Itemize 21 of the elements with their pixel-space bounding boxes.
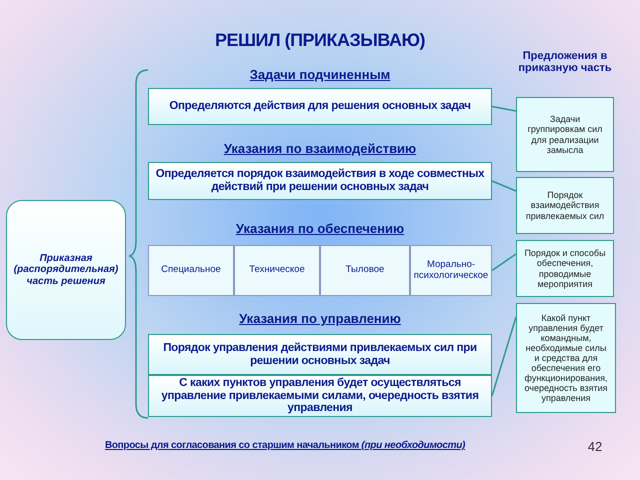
support-cell: Техническое [234,245,320,296]
task-box: Порядок управления действиями привлекаемых сил при решении основных задач [148,334,492,375]
support-cell: Морально-психологическое [410,245,492,296]
page-number: 42 [586,440,604,454]
task-box: Определяется порядок взаимодействия в ходе совместных действий при решении основных задач [148,162,492,200]
proposal-callout: Какой пункт управления будет командным, необходимые силы и средства для обеспечения его функционирования, очередность взятия управления [516,303,616,413]
section-heading: Указания по управлению [238,312,402,326]
footnote: Вопросы для согласования со старшим начальником (при необходимости) [104,440,466,451]
section-heading: Указания по взаимодействию [222,142,418,156]
title: РЕШИЛ (ПРИКАЗЫВАЮ) [214,30,426,51]
task-box: Определяются действия для решения основных задач [148,88,492,125]
task-box: С каких пунктов управления будет осуществляться управление привлекаемыми силами, очередность взятия управления [148,375,492,417]
support-cell: Специальное [148,245,234,296]
decision-part-box: Приказная (распорядительная) часть решения [6,200,126,340]
proposal-callout: Порядок и способы обеспечения, проводимые мероприятия [516,240,614,297]
proposal-callout: Задачи группировкам сил для реализации замысла [516,97,614,172]
support-cell: Тыловое [320,245,410,296]
section-heading: Указания по обеспечению [234,222,406,236]
proposal-callout: Порядок взаимодействия привлекаемых сил [516,177,614,234]
column-heading: Предложения в приказную часть [517,50,613,74]
section-heading: Задачи подчиненным [248,68,392,82]
